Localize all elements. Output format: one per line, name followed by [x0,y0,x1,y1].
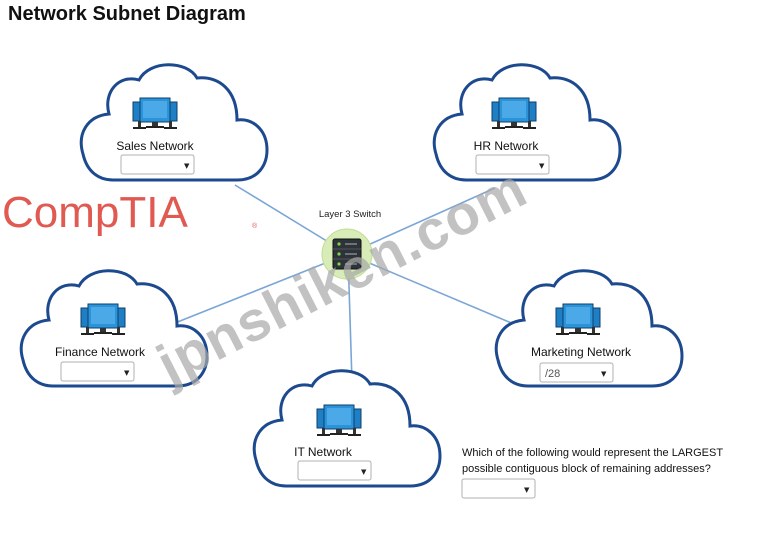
desktop-monitors-icon [555,303,601,336]
answer-select[interactable]: ▼ [461,478,536,499]
layer3-switch-label: Layer 3 Switch [319,209,381,220]
cloud-finance-network: Finance Network ▼ [19,269,209,388]
layer3-switch-icon [321,228,373,280]
sales-network-label: Sales Network [116,139,194,153]
comptia-logo-reg: ® [252,222,258,230]
finance-network-select[interactable]: ▼ [60,361,135,382]
finance-network-label: Finance Network [55,345,146,359]
question-line-1: Which of the following would represent t… [462,447,723,459]
link-marketing [347,253,529,331]
cloud-hr-network: HR Network ▼ [432,63,622,182]
caret-down-icon: ▼ [124,369,130,377]
it-network-select[interactable]: ▼ [297,460,372,481]
jpnshiken-watermark: jpnshiken.com [146,156,536,396]
cloud-it-network: IT Network ▼ [252,369,442,488]
desktop-monitors-icon [316,404,362,437]
link-hr [347,187,496,255]
desktop-monitors-icon [132,97,178,130]
sales-network-select[interactable]: ▼ [120,154,195,175]
it-network-label: IT Network [294,445,353,459]
marketing-network-select-value: /28 [545,368,560,380]
caret-down-icon: ▼ [601,370,607,378]
caret-down-icon: ▼ [184,162,190,170]
desktop-monitors-icon [491,97,537,130]
link-finance [169,253,349,326]
hr-network-label: HR Network [474,139,540,153]
page-title: Network Subnet Diagram [8,3,246,25]
marketing-network-select[interactable]: /28 ▼ [539,362,614,383]
comptia-logo: CompTIA [2,188,188,237]
hr-network-select[interactable]: ▼ [475,154,550,175]
caret-down-icon: ▼ [361,468,367,476]
caret-down-icon: ▼ [524,486,530,494]
marketing-network-label: Marketing Network [531,345,632,359]
question-line-2: possible contiguous block of remaining a… [462,463,711,475]
cloud-sales-network: Sales Network ▼ [79,63,269,182]
cloud-marketing-network: Marketing Network /28 ▼ [494,269,684,388]
desktop-monitors-icon [80,303,126,336]
caret-down-icon: ▼ [539,162,545,170]
